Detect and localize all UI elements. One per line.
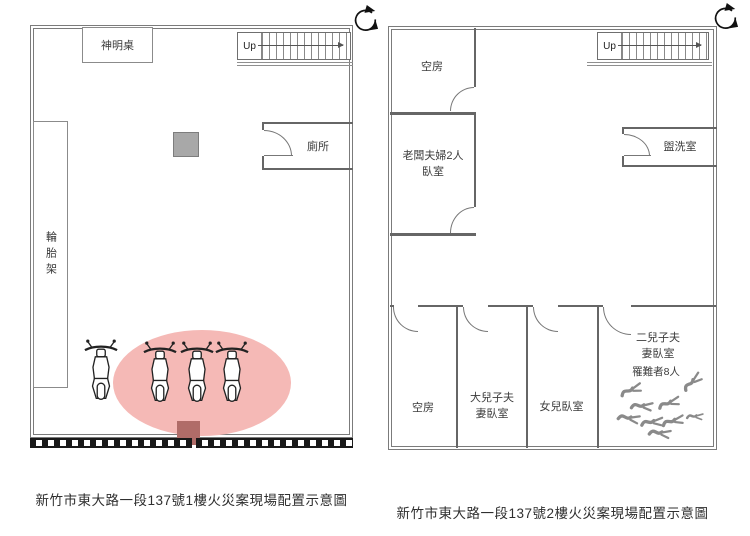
eldest-son-label-line2: 妻臥室 [475,407,509,420]
altar-table-label: 神明桌 [101,40,134,52]
rotation-compass-icon [349,4,379,34]
washroom-label: 盥洗室 [663,141,697,153]
floor1-stairs: Up [237,32,351,60]
eldest-son-label-line1: 大兒子夫 [470,392,514,404]
empty-room-top-label: 空房 [421,61,443,73]
bottom-wall-seg4 [631,305,716,307]
boss-bedroom-wall-bottom [390,233,476,236]
floor1-stairs-rail [237,62,353,66]
stairs-up-label: Up [243,40,256,52]
empty-room-top-wall-bottom [390,112,476,115]
divider-wall-1 [456,305,458,448]
toilet-wall-left-lower [262,156,264,170]
stairs-direction-arrow [618,42,702,48]
washroom-wall-left-upper [622,127,624,134]
equipment-box [173,132,199,157]
second-son-label-line2: 妻臥室 [641,347,675,360]
tire-rack: 輪胎架 [33,121,68,388]
toilet-wall-left-upper [262,122,264,130]
empty-room-bottom-label: 空房 [412,402,434,414]
roller-shutter-right-segment [196,438,353,448]
second-son-label-line1: 二兒子夫 [636,332,680,344]
toilet-wall-top [262,122,353,124]
floor2-caption: 新竹市東大路一段137號2樓火災案現場配置示意圖 [396,506,709,521]
floor2-stairs: Up [597,32,709,60]
scooter-icon [143,339,177,405]
roller-shutter-left-segment [30,438,192,448]
second-son-bedroom-label: 二兒子夫 妻臥室 [619,331,697,363]
tire-rack-label: 輪胎架 [44,230,57,279]
washroom-door-leaf [624,155,651,156]
eldest-son-bedroom-label: 大兒子夫 妻臥室 [459,391,525,423]
scooter-icon [84,337,118,403]
floor1-caption: 新竹市東大路一段137號1樓火災案現場配置示意圖 [35,493,348,508]
toilet-door-leaf [264,155,293,156]
empty-room-top-wall-right [474,28,476,87]
altar-table: 神明桌 [82,27,153,63]
washroom-wall-left-lower [622,156,624,167]
stairs-up-label: Up [603,40,616,52]
stairs-treads [261,33,350,59]
stairs-treads [621,33,708,59]
daughter-bedroom-label: 女兒臥室 [539,401,584,413]
washroom-wall-bottom [622,165,717,167]
bottom-wall-seg1 [418,305,463,307]
boss-bedroom-label-line1: 老闆夫婦2人 [402,150,464,162]
boss-bedroom-label: 老闆夫婦2人 臥室 [392,149,474,181]
boss-bedroom-wall-right [474,115,476,207]
floor2-outline [388,26,717,450]
stairs-direction-arrow [258,42,344,48]
washroom-wall-top [622,127,717,129]
floor2-stairs-rail [587,62,712,66]
scooter-icon [215,339,249,405]
toilet-label: 廁所 [307,141,329,153]
bottom-wall-seg0 [390,305,394,307]
victim-marker-icon [685,409,704,423]
toilet-wall-bottom [262,168,353,170]
bottom-wall-seg2 [488,305,533,307]
divider-wall-3 [597,305,599,448]
bottom-wall-seg3 [558,305,603,307]
boss-bedroom-label-line2: 臥室 [422,165,444,178]
divider-wall-2 [526,305,528,448]
scooter-icon [180,339,214,405]
rotation-compass-icon [709,2,739,32]
victims-count-label: 罹難者8人 [632,366,680,378]
